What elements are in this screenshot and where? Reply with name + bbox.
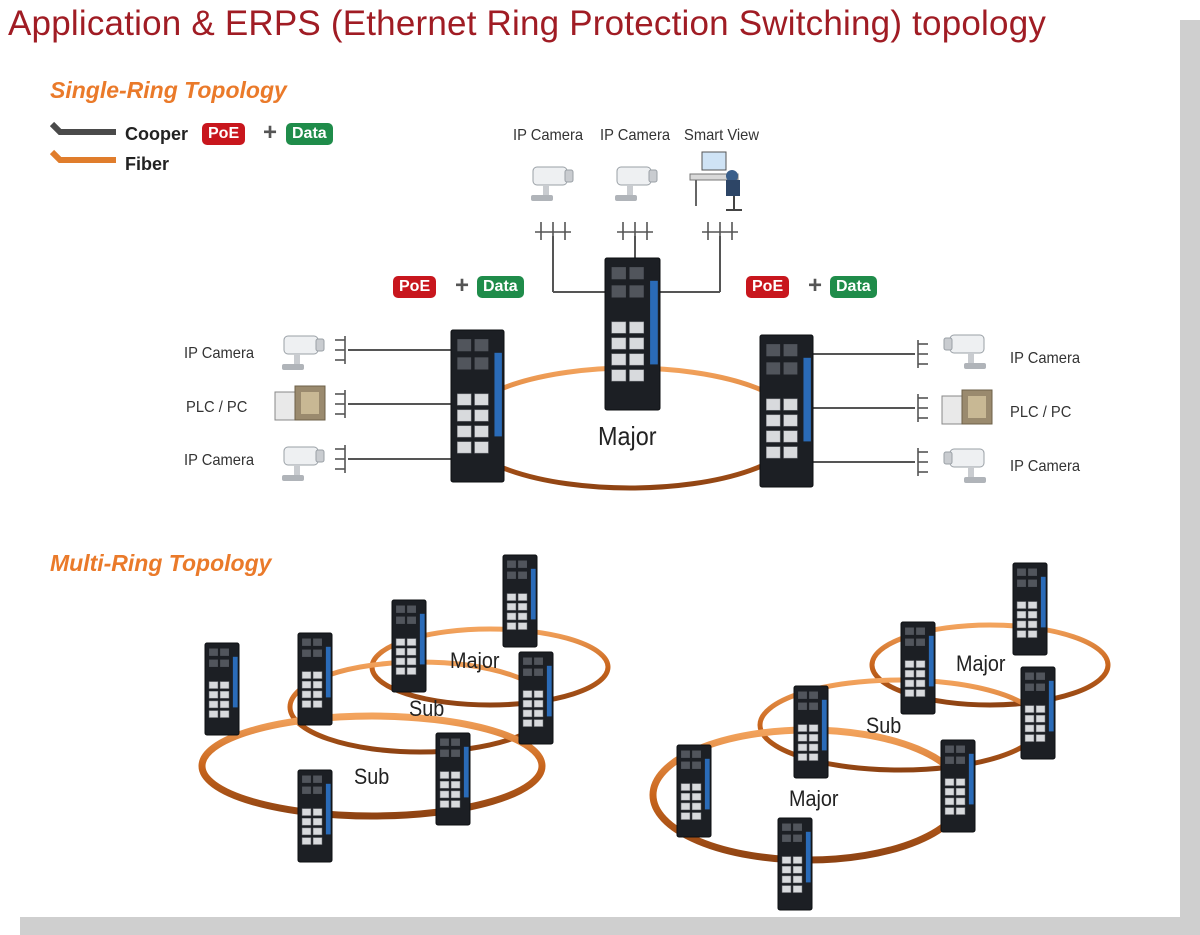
switch-top: [604, 257, 661, 411]
right-ip-camera-2: [943, 448, 986, 483]
top-device-label-3: Smart View: [684, 127, 759, 144]
multi-left-switch-7: [297, 769, 333, 863]
topology-diagram: [198, 151, 1111, 911]
top-ip-camera-2: [615, 166, 658, 201]
multi-right-switch-4: [793, 685, 829, 779]
left-data-badge: Data: [477, 276, 524, 298]
legend-fiber-label: Fiber: [125, 154, 170, 174]
top-drop-1: [535, 222, 571, 240]
right-data-badge: Data: [830, 276, 877, 298]
left-major-ring-label: Major: [450, 648, 500, 673]
left-sub-outer-ring-label: Sub: [354, 764, 390, 789]
right-drop-2: [917, 394, 928, 422]
top-ip-camera-1: [531, 166, 574, 201]
right-device-label-2: PLC / PC: [1010, 404, 1072, 421]
left-plc-pc: [274, 385, 326, 421]
multi-right-switch-3: [1020, 666, 1056, 760]
multi-left-switch-5: [518, 651, 554, 745]
left-poe-badge: PoE: [393, 276, 437, 298]
multi-right-switch-6: [676, 744, 712, 838]
left-device-label-3: IP Camera: [184, 452, 255, 469]
legend-data-badge: Data: [286, 123, 333, 145]
single-ring-major-label: Major: [598, 421, 657, 451]
left-drop-3: [335, 445, 346, 473]
legend-poe-badge: PoE: [202, 123, 246, 145]
left-drop-1: [335, 336, 346, 364]
multi-left-switch-3: [391, 599, 427, 693]
top-device-label-2: IP Camera: [600, 127, 671, 144]
right-ip-camera-1: [943, 334, 986, 369]
frame-shadow-bottom: [20, 917, 1200, 935]
page-title: Application & ERPS (Ethernet Ring Protec…: [8, 4, 1047, 43]
right-plus: +: [808, 272, 823, 299]
multi-right-switch-5: [940, 739, 976, 833]
multi-left-switch-4: [502, 554, 538, 648]
right-device-label-3: IP Camera: [1010, 458, 1081, 475]
left-device-label-2: PLC / PC: [186, 399, 248, 416]
top-device-label-1: IP Camera: [513, 127, 584, 144]
multi-right-switch-7: [777, 817, 813, 911]
top-drop-2: [617, 222, 653, 240]
multi-ring-heading: Multi-Ring Topology: [50, 550, 272, 576]
cooper-legend-line: [50, 121, 116, 135]
legend-cooper-label: Cooper: [125, 124, 188, 144]
left-ip-camera-1: [282, 335, 325, 370]
right-device-label-1: IP Camera: [1010, 350, 1081, 367]
multi-left-switch-6: [435, 732, 471, 826]
right-drop-1: [917, 340, 928, 368]
legend-swatches: [50, 121, 116, 163]
right-drop-3: [917, 448, 928, 476]
switch-left: [450, 329, 505, 483]
multi-right-switch-2: [900, 621, 936, 715]
switch-right: [759, 334, 814, 488]
left-sub-outer-ring: [198, 712, 546, 820]
left-ip-camera-2: [282, 446, 325, 481]
legend-plus: +: [263, 119, 278, 146]
multi-left-switch-2: [297, 632, 333, 726]
fiber-legend-line: [50, 149, 116, 163]
left-drop-2: [335, 390, 346, 418]
right-major-bottom-ring-label: Major: [789, 786, 839, 811]
right-poe-badge: PoE: [746, 276, 790, 298]
left-sub-inner-ring-label: Sub: [409, 696, 445, 721]
left-plus: +: [455, 272, 470, 299]
frame-shadow-right: [1180, 20, 1200, 935]
multi-right-switch-1: [1012, 562, 1048, 656]
right-major-top-ring: [869, 622, 1111, 708]
right-sub-ring-label: Sub: [866, 713, 902, 738]
right-plc-pc: [941, 389, 993, 425]
top-drop-3: [702, 222, 738, 240]
right-major-top-ring-label: Major: [956, 651, 1006, 676]
left-device-label-1: IP Camera: [184, 345, 255, 362]
multi-left-switch-1: [204, 642, 240, 736]
single-ring-heading: Single-Ring Topology: [50, 77, 287, 103]
smart-view-workstation: [689, 151, 742, 211]
